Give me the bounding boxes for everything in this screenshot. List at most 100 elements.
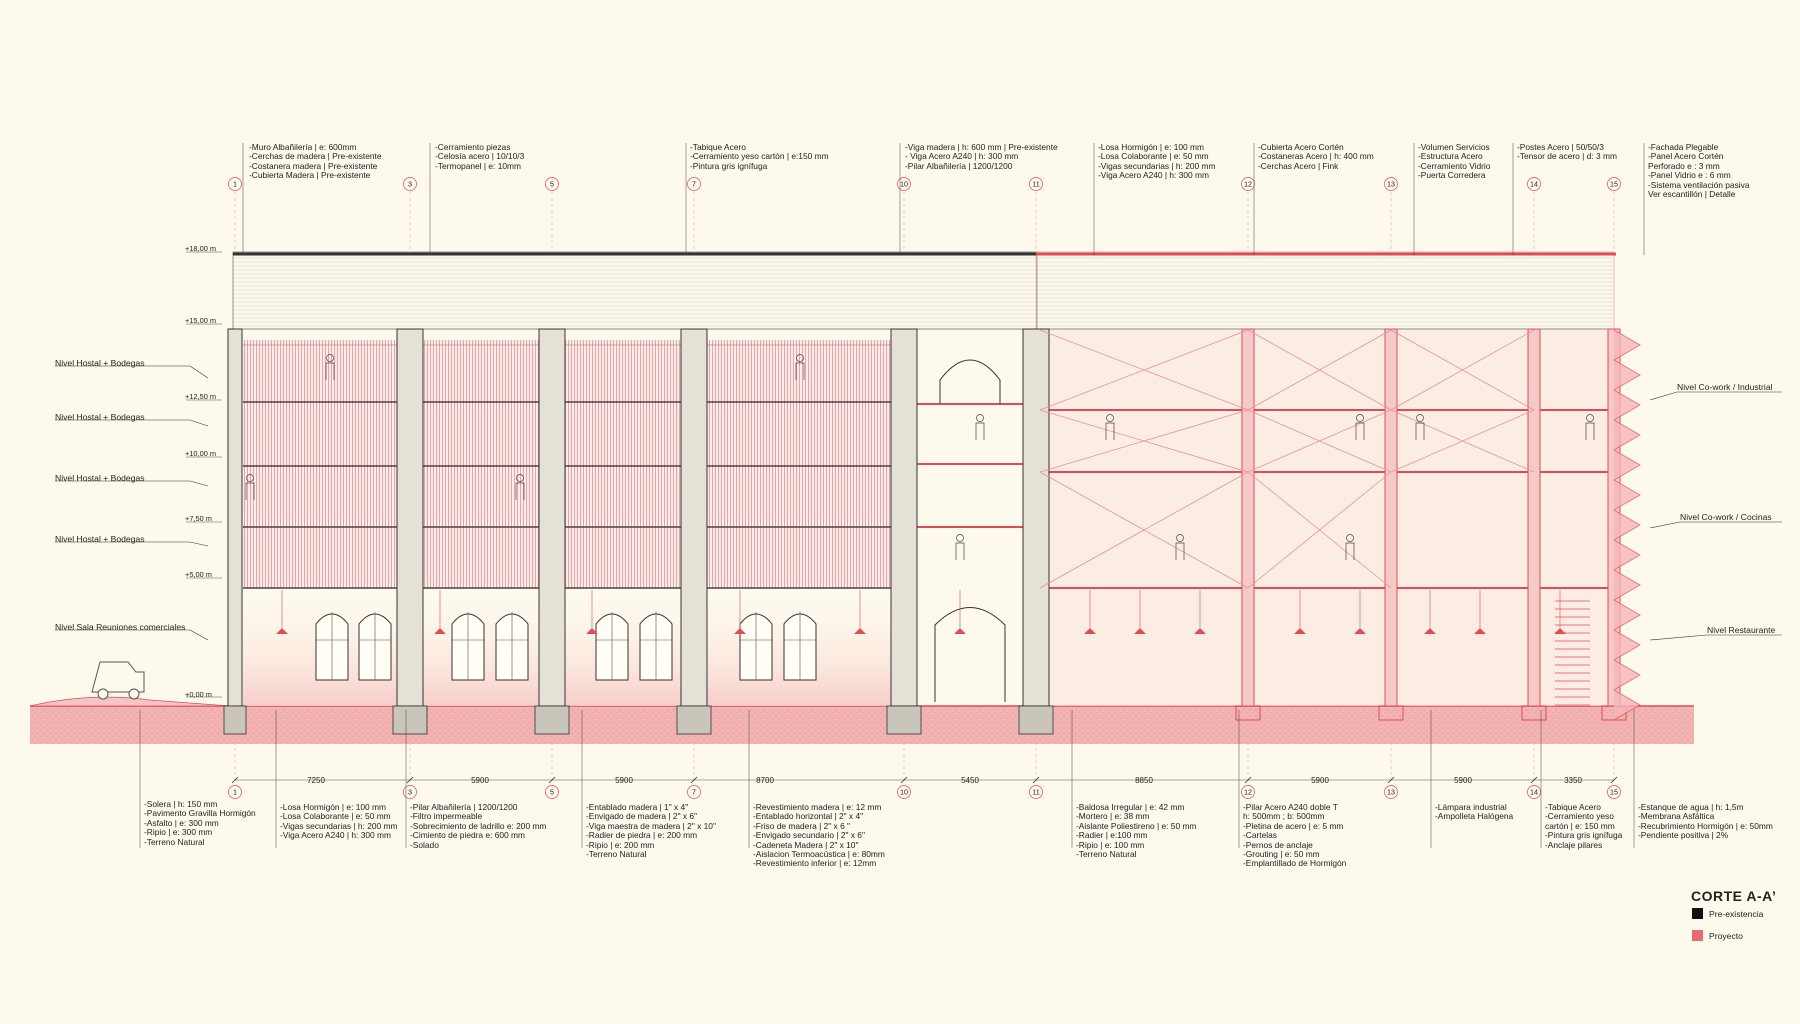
axis-bubble-bottom-8 [1527, 785, 1541, 799]
dimension-tick-7 [1387, 776, 1395, 784]
note-line: -Costanera madera | Pre-existente [249, 160, 378, 171]
note-top-7: -Volumen Servicios-Estructura Acero-Cerr… [1418, 142, 1490, 181]
note-line: -Ripio | e: 100 mm [1076, 839, 1145, 850]
note-line: -Revestimiento inferior | e: 12mm [753, 858, 877, 869]
note-top-5: -Losa Hormigón | e: 100 mm-Losa Colabora… [1098, 142, 1215, 181]
note-line: -Envigado secundario | 2" x 6" [753, 830, 865, 841]
note-bottom-9: -Tabique Acero-Cerramiento yeso cartón |… [1545, 802, 1622, 850]
footing-existing-5 [1018, 705, 1054, 735]
axis-bubble-bottom-0 [228, 785, 242, 799]
person-icon-2 [515, 482, 525, 500]
axis-top-1: 1 [233, 179, 237, 189]
note-line: -Cerchas de madera | Pre-existente [249, 151, 382, 162]
brace-b-5 [1390, 409, 1535, 473]
legend-item-project: Proyecto [1692, 930, 1743, 941]
axis-bubble-top-0 [228, 177, 242, 191]
person-head [1416, 414, 1424, 422]
note-line: cartón | e: 150 mm [1545, 820, 1615, 831]
pillar-existing-5 [1022, 328, 1050, 707]
axis-bottom-3: 3 [408, 787, 412, 797]
roof-project [1035, 251, 1615, 330]
axis-bottom-10: 10 [900, 787, 908, 797]
elevation-10: +10,00 m [185, 449, 217, 458]
car-icon [91, 661, 145, 693]
pillar-project-1 [1384, 328, 1398, 707]
person-head [1356, 414, 1364, 422]
footing-existing-4 [886, 705, 922, 735]
axis-top-5: 5 [550, 179, 554, 189]
dimension-tick-9 [1610, 776, 1618, 784]
lamp-icon-2 [586, 628, 598, 634]
pillar-existing-0 [227, 328, 243, 707]
note-line: h: 500mm ; b: 500mm [1243, 811, 1325, 822]
note-line: -Revestimiento madera | e: 12 mm [753, 802, 882, 812]
note-line: -Membrana Asfáltica [1638, 811, 1715, 822]
note-line: -Losa Colaborante | e: 50 mm [1098, 151, 1209, 162]
note-line: -Emplantillado de Hormigón [1243, 858, 1347, 869]
lamp-icon-12 [1474, 628, 1486, 634]
note-line: -Losa Hormigón | e: 100 mm [280, 802, 386, 812]
pillar-existing-4 [890, 328, 918, 707]
person-head [1586, 414, 1594, 422]
level-label-left-3: Nivel Hostal + Bodegas [55, 473, 145, 483]
brace-b-1 [1247, 329, 1392, 411]
level-leader-left-diag-0 [189, 365, 209, 379]
elevation-18: +18,00 m [185, 244, 217, 253]
note-top-9: -Fachada Plegable-Panel Acero Cortén Per… [1648, 142, 1749, 199]
dimension-tick-1 [406, 776, 414, 784]
note-line: - Viga Acero A240 | h: 300 mm [905, 151, 1019, 162]
note-line: -Postes Acero | 50/50/3 [1517, 142, 1604, 152]
note-line: -Panel Acero Cortén [1648, 151, 1724, 162]
note-line: Perforado e : 3 mm [1648, 160, 1720, 171]
axis-bottom-14: 14 [1530, 787, 1538, 797]
note-line: -Tabique Acero [690, 142, 746, 152]
axis-bubble-bottom-9 [1607, 785, 1621, 799]
note-line: -Tensor de acero | d: 3 mm [1517, 151, 1617, 162]
dimension-tick-8 [1530, 776, 1538, 784]
lamp-icon-5 [954, 628, 966, 634]
level-label-left-2: Nivel Hostal + Bodegas [55, 412, 145, 422]
axis-top-7: 7 [692, 179, 696, 189]
note-line: -Ripio | e: 200 mm [586, 839, 655, 850]
dimension-tick-0 [231, 776, 239, 784]
note-line: -Viga Acero A240 | h: 300 mm [1098, 170, 1209, 181]
brace-b-6 [1039, 471, 1249, 589]
note-line: -Estructura Acero [1418, 151, 1483, 162]
axis-bubble-top-7 [1384, 177, 1398, 191]
axis-bottom-5: 5 [550, 787, 554, 797]
person-head [1106, 414, 1114, 422]
note-line: -Pletina de acero | e: 5 mm [1243, 820, 1344, 831]
note-line: -Pendiente positiva | 2% [1638, 830, 1729, 841]
axis-top-15: 15 [1610, 179, 1618, 189]
note-line: -Pavimento Gravilla Hormigón [144, 808, 256, 819]
lamp-icon-3 [734, 628, 746, 634]
level-leader-right-diag-1 [1649, 521, 1681, 529]
note-line: -Cubierta Acero Cortén [1258, 142, 1344, 152]
person-head [246, 474, 254, 482]
axis-bubble-bottom-6 [1241, 785, 1255, 799]
bay-hatch-3 [704, 340, 894, 588]
drawing-title: CORTE A-A’ [1691, 888, 1777, 904]
axis-bottom-12: 12 [1244, 787, 1252, 797]
axis-bubble-top-4 [897, 177, 911, 191]
dimension-7: 5900 [1311, 776, 1329, 785]
dimension-tick-5 [1032, 776, 1040, 784]
note-line: -Estanque de agua | h: 1,5m [1638, 802, 1744, 812]
legend-item-existing: Pre-existencia [1692, 908, 1763, 919]
person-icon-4 [975, 422, 985, 440]
note-line: -Radier de piedra | e: 200 mm [586, 830, 698, 841]
note-bottom-10: -Estanque de agua | h: 1,5m-Membrana Asf… [1638, 802, 1773, 841]
note-line: -Viga Acero A240 | h: 300 mm [280, 830, 391, 841]
axis-bubble-top-1 [403, 177, 417, 191]
dimension-9: 3350 [1564, 776, 1582, 785]
note-line: -Baldosa Irregular | e: 42 mm [1076, 802, 1185, 812]
folding-facade [1613, 329, 1641, 721]
pillar-existing-3 [680, 328, 708, 707]
level-label-left-5: Nivel Sala Reuniones comerciales [55, 622, 186, 632]
note-line: -Cerchas Acero | Fink [1258, 160, 1339, 171]
project-background [1040, 330, 1614, 706]
axis-top-14: 14 [1530, 179, 1538, 189]
note-line: -Aislante Poliestireno | e: 50 mm [1076, 820, 1197, 831]
